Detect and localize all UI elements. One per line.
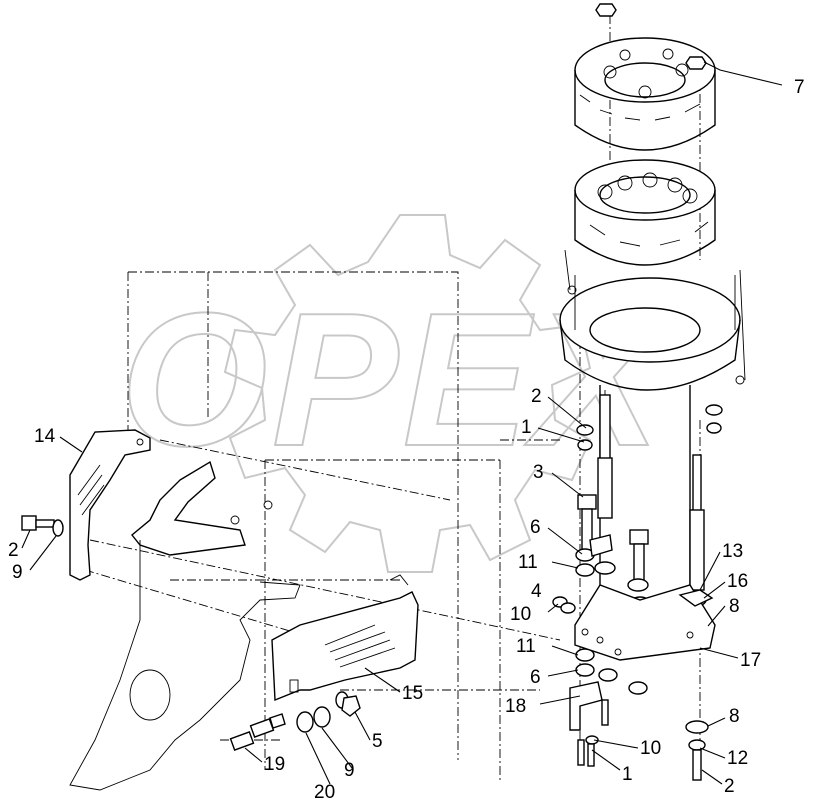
callout-11b: 11	[516, 636, 536, 657]
bearing-race-lower	[574, 159, 716, 266]
bolt-center	[629, 529, 649, 585]
callout-7: 7	[794, 77, 805, 98]
stud-13	[689, 454, 705, 591]
callout-10b: 10	[640, 738, 661, 759]
callout-labels: 7 2 1 3 6 11 4 10 11 6 18 10 1 13 16 8 1…	[8, 77, 805, 803]
callout-1b: 1	[622, 764, 633, 785]
callout-17: 17	[740, 650, 761, 671]
callout-4: 4	[531, 581, 542, 602]
callout-19: 19	[264, 754, 285, 775]
callout-18: 18	[505, 696, 526, 717]
callout-6: 6	[530, 517, 541, 538]
watermark-gear	[223, 214, 592, 573]
bolt-left-2	[21, 515, 64, 537]
bolts-bottom	[577, 699, 702, 781]
washer-20	[296, 711, 314, 733]
callout-10: 10	[510, 604, 531, 625]
callout-9b: 9	[344, 760, 355, 781]
callout-8: 8	[729, 596, 740, 617]
callout-2: 2	[531, 386, 542, 407]
callout-13: 13	[722, 541, 743, 562]
small-bracket-top	[589, 534, 613, 557]
nut-5	[341, 695, 361, 717]
callout-9: 9	[12, 562, 23, 583]
callout-5: 5	[372, 731, 383, 752]
stud-left	[597, 394, 613, 519]
callout-12: 12	[727, 748, 748, 769]
leader-lines	[21, 61, 783, 785]
sensor-19	[229, 713, 286, 751]
callout-11: 11	[518, 552, 538, 573]
callout-15: 15	[402, 683, 423, 704]
callout-3: 3	[533, 462, 544, 483]
callout-6b: 6	[530, 667, 541, 688]
bearing-race-upper	[574, 37, 716, 151]
nut-7	[685, 56, 707, 70]
callout-2b: 2	[724, 776, 735, 797]
guard-15	[271, 574, 419, 702]
callout-8b: 8	[729, 706, 740, 727]
bracket-18	[569, 681, 603, 731]
callout-20: 20	[314, 782, 335, 803]
nut-top	[595, 3, 617, 17]
guard-14	[69, 429, 151, 581]
small-bracket-16	[678, 589, 714, 607]
mounting-frame	[69, 460, 301, 791]
callout-2c: 2	[8, 540, 19, 561]
callout-16: 16	[727, 571, 748, 592]
callout-14: 14	[34, 426, 56, 447]
base-bracket-17	[574, 584, 716, 661]
callout-1: 1	[521, 417, 532, 438]
